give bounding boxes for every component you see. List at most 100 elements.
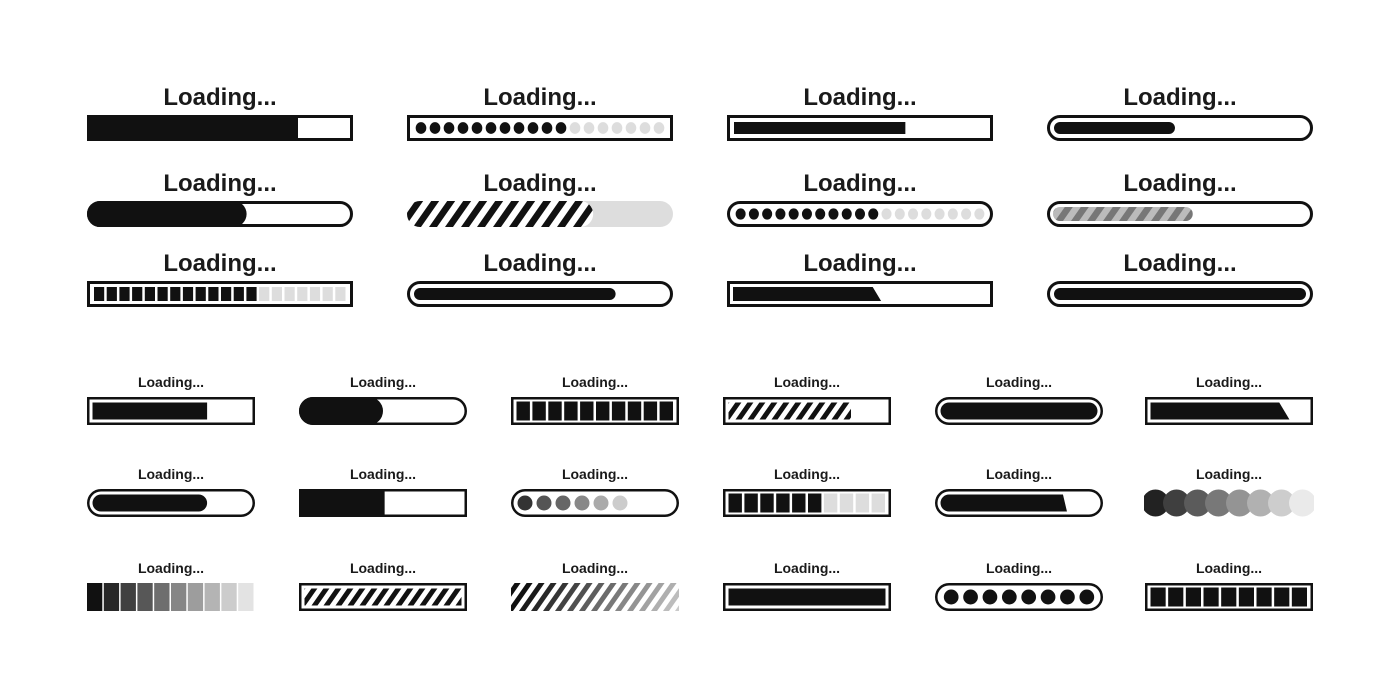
bar-dot — [593, 495, 609, 511]
loader-square-dots: Loading... — [406, 84, 674, 146]
bar-segment — [170, 287, 181, 301]
bar-fill — [304, 588, 462, 606]
progress-bar — [407, 115, 673, 141]
bar-fill — [728, 402, 851, 420]
bar-segment — [182, 287, 194, 301]
loader-stripe-flat: Loading... — [406, 170, 674, 232]
mini-pill-inset: Loading... — [86, 466, 256, 522]
bar-track — [407, 115, 673, 141]
mini-square-full: Loading... — [722, 560, 892, 616]
progress-bar — [511, 489, 679, 517]
loading-label: Loading... — [561, 466, 629, 482]
loading-label: Loading... — [803, 170, 917, 197]
bar-segment — [106, 287, 117, 301]
bar-dot — [881, 208, 892, 220]
loader-pill-dots: Loading... — [726, 170, 994, 232]
progress-bar — [87, 281, 353, 307]
bar-dot — [1247, 489, 1274, 517]
loader-pill-full: Loading... — [1046, 250, 1314, 312]
bar-segment — [1238, 587, 1254, 607]
bar-dot — [555, 122, 567, 134]
progress-bar — [407, 281, 673, 307]
bar-segment — [297, 287, 308, 301]
bar-dot — [908, 208, 919, 220]
progress-bar — [87, 583, 254, 611]
mini-square-stripe-full: Loading... — [298, 560, 468, 616]
mini-pill-dots-full: Loading... — [934, 560, 1104, 616]
bar-segment — [284, 287, 295, 301]
bar-fill — [733, 287, 882, 301]
bar-segment — [246, 287, 257, 301]
loading-label: Loading... — [349, 466, 417, 482]
bar-dot — [828, 208, 839, 220]
bar-fill — [407, 201, 594, 227]
bar-dot — [748, 208, 759, 220]
bar-fill — [414, 288, 616, 300]
loading-label: Loading... — [137, 374, 205, 390]
loading-label: Loading... — [561, 560, 629, 576]
progress-bar — [511, 397, 679, 425]
bar-fill — [90, 118, 298, 138]
loading-label: Loading... — [561, 374, 629, 390]
bar-dot — [653, 122, 665, 134]
bar-segment — [120, 583, 136, 611]
progress-bar — [87, 397, 255, 425]
mini-square-blocks-full: Loading... — [1144, 560, 1314, 616]
progress-bar — [723, 397, 891, 425]
bar-fill — [1053, 207, 1193, 221]
bar-segment — [627, 401, 642, 421]
bar-segment — [548, 401, 562, 421]
loader-pill-inset-2: Loading... — [406, 250, 674, 312]
bar-segment — [792, 493, 806, 513]
bar-dot — [974, 208, 985, 220]
bar-segment — [221, 287, 232, 301]
bar-segment — [187, 583, 204, 611]
bar-dot — [574, 495, 590, 511]
mini-gradient-blocks: Loading... — [86, 560, 256, 616]
progress-bar — [727, 281, 993, 307]
bar-dot — [921, 208, 932, 220]
loader-square-slant: Loading... — [726, 250, 994, 312]
bar-dot — [611, 122, 623, 134]
bar-segment — [580, 401, 594, 421]
bar-dot — [513, 122, 525, 134]
bar-fill — [728, 588, 886, 606]
mini-pill-solid: Loading... — [298, 374, 468, 430]
bar-dot — [569, 122, 581, 134]
loading-label: Loading... — [773, 560, 841, 576]
mini-square-inset: Loading... — [86, 374, 256, 430]
bar-segment — [744, 493, 758, 513]
bar-segment — [195, 287, 206, 301]
bar-segment — [1274, 587, 1290, 607]
bar-segment — [823, 493, 838, 513]
progress-bar — [1047, 115, 1313, 141]
bar-dot — [555, 495, 571, 511]
progress-bar — [407, 201, 673, 227]
progress-bar — [727, 115, 993, 141]
mini-free-dots: Loading... — [1144, 466, 1314, 522]
bar-segment — [154, 583, 170, 611]
loader-square-segments: Loading... — [86, 250, 354, 312]
bar-dot — [499, 122, 511, 134]
bar-dot — [1226, 489, 1253, 517]
bar-dot — [815, 208, 826, 220]
progress-bar — [299, 489, 467, 517]
bar-dot — [415, 122, 427, 134]
bar-segment — [157, 287, 168, 301]
loading-label: Loading... — [163, 250, 277, 277]
bar-segment — [335, 287, 346, 301]
bar-fill — [1054, 288, 1306, 300]
bar-fill — [92, 494, 208, 512]
mini-square-stripe: Loading... — [722, 374, 892, 430]
bar-dot — [429, 122, 441, 134]
bar-track — [935, 583, 1103, 611]
bar-segment — [1203, 587, 1219, 607]
bar-segment — [322, 287, 333, 301]
bar-segment — [808, 493, 822, 513]
bar-dot — [527, 122, 539, 134]
progress-bar — [723, 583, 891, 611]
bar-dot — [1205, 489, 1232, 517]
bar-dot — [517, 495, 533, 511]
bar-dot — [536, 495, 552, 511]
